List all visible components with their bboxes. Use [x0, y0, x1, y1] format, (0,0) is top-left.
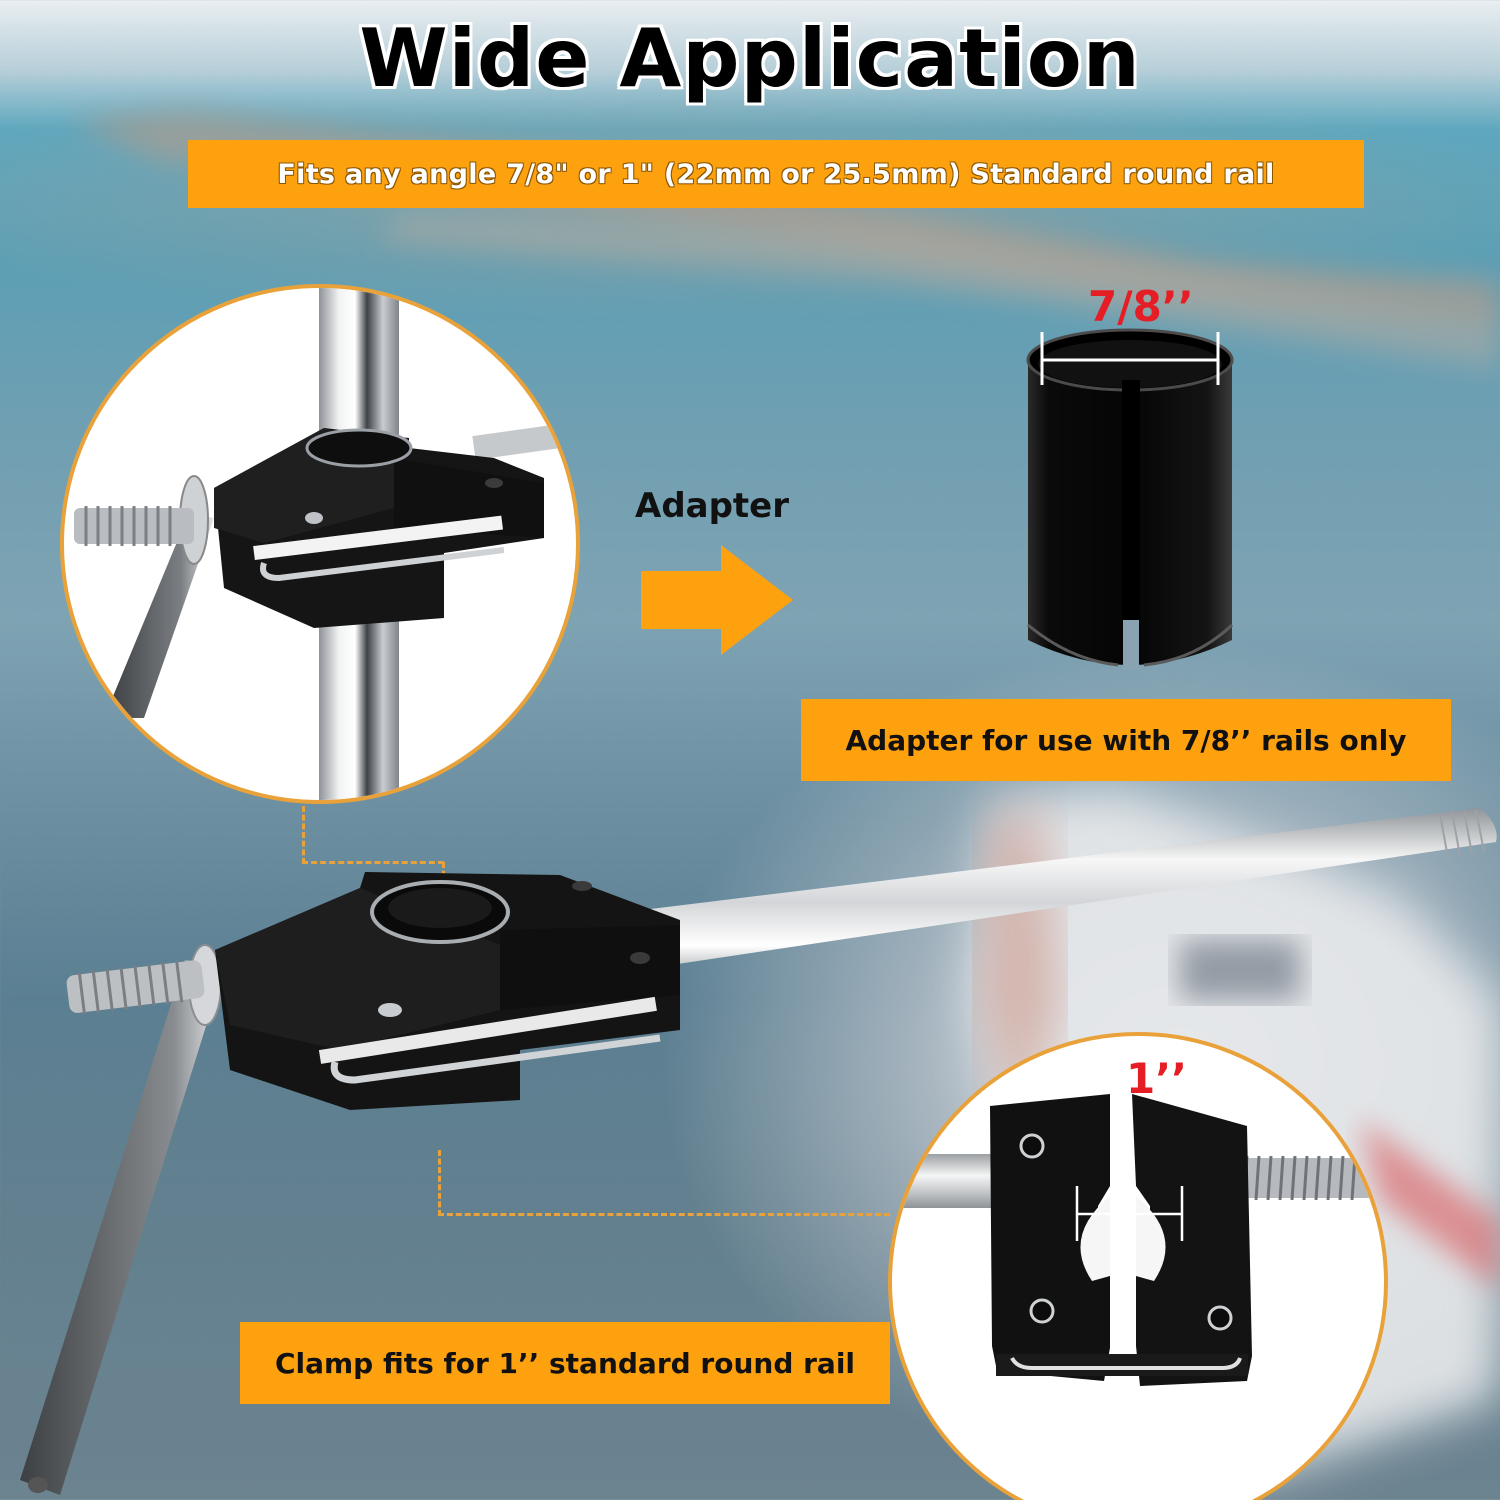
arrow-right-icon — [641, 545, 793, 655]
adapter-dimension-label: 7/8’’ — [1088, 282, 1194, 331]
clamp-front-illustration — [892, 1094, 1384, 1386]
page-title: Wide Application — [359, 12, 1141, 105]
adapter-label: Adapter — [635, 486, 790, 526]
clamp-note-text: Clamp fits for 1’’ standard round rail — [274, 1346, 856, 1380]
adapter-note-banner: Adapter for use with 7/8’’ rails only — [801, 699, 1451, 781]
connector-line-top — [302, 806, 444, 864]
adapter-sleeve-illustration — [1026, 328, 1234, 670]
connector-line-bottom — [438, 1150, 890, 1216]
adapter-note-text: Adapter for use with 7/8’’ rails only — [845, 723, 1407, 757]
clamp-dimension-label: 1’’ — [1126, 1054, 1188, 1103]
rail-size-banner: Fits any angle 7/8" or 1" (22mm or 25.5m… — [188, 140, 1364, 208]
vertical-rail-clamp-illustration — [74, 288, 576, 800]
main-clamp-with-rod-illustration — [20, 808, 1497, 1495]
clamp-note-banner: Clamp fits for 1’’ standard round rail — [240, 1322, 890, 1404]
rail-size-banner-text: Fits any angle 7/8" or 1" (22mm or 25.5m… — [277, 158, 1275, 190]
vertical-rail-detail-circle — [60, 284, 580, 804]
clamp-front-detail-circle — [888, 1032, 1388, 1500]
